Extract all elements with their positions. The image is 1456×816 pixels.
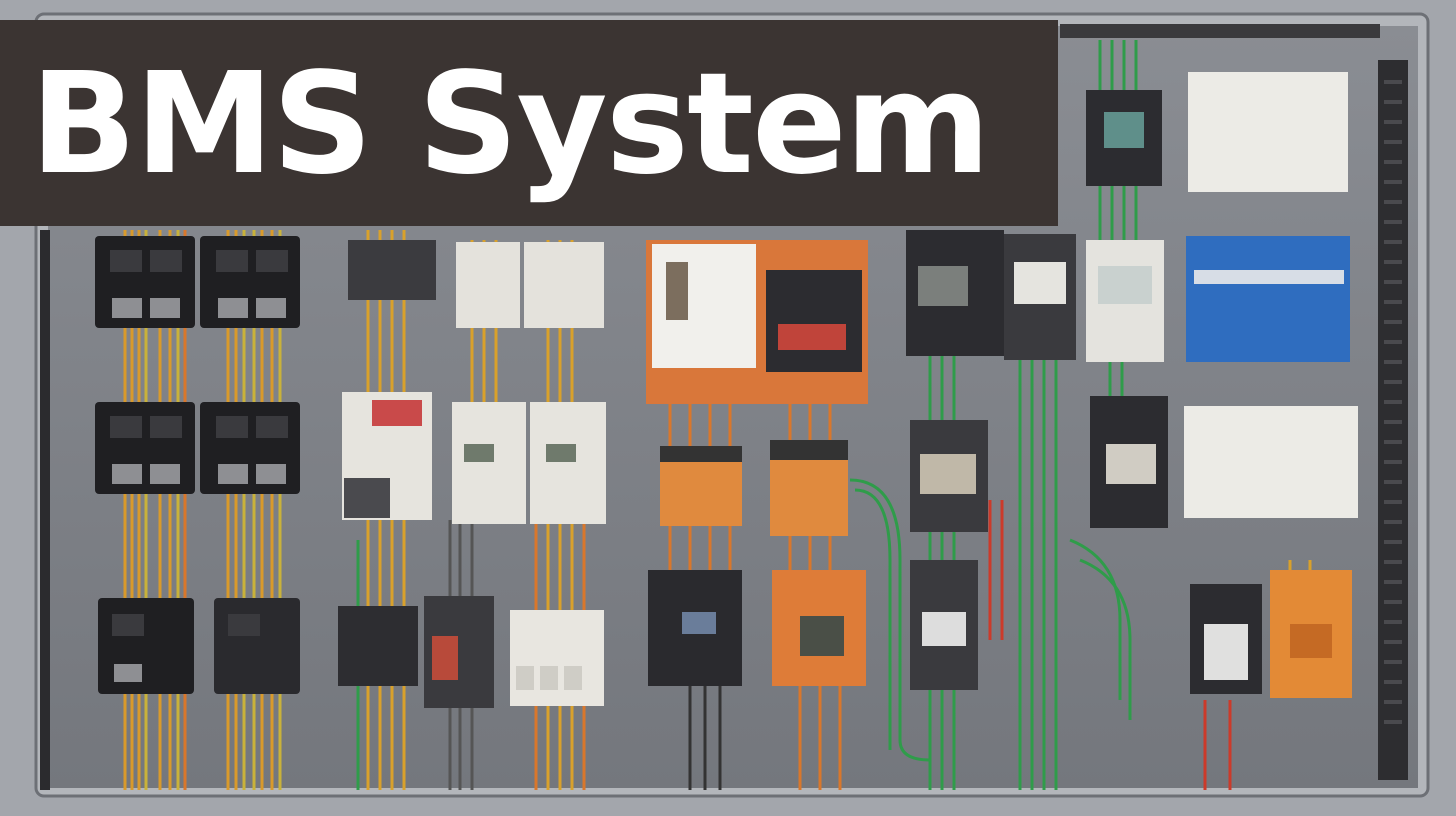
page-title: BMS System — [30, 43, 991, 206]
right-duct-slots — [1384, 80, 1402, 724]
energy-meters — [906, 72, 1358, 698]
top-cable-duct — [1060, 24, 1380, 38]
relay-modules-left — [95, 236, 300, 694]
title-banner: BMS System — [0, 20, 1058, 226]
left-rail — [40, 230, 50, 790]
breaker-modules-center-left — [338, 240, 606, 708]
controller-plate — [646, 240, 868, 686]
